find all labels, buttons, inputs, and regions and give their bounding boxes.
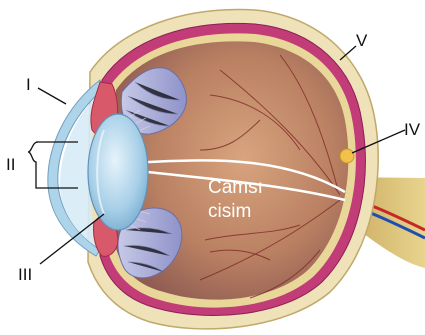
vitreous-label-line1: Camsı: [208, 178, 263, 199]
label-V: V: [356, 32, 367, 49]
label-III: III: [18, 266, 32, 283]
label-II: II: [6, 156, 15, 173]
yellow-spot-marker: [340, 149, 354, 163]
label-IV: IV: [404, 121, 420, 138]
vitreous-label-line2: cisim: [208, 202, 251, 223]
label-I: I: [26, 76, 31, 93]
